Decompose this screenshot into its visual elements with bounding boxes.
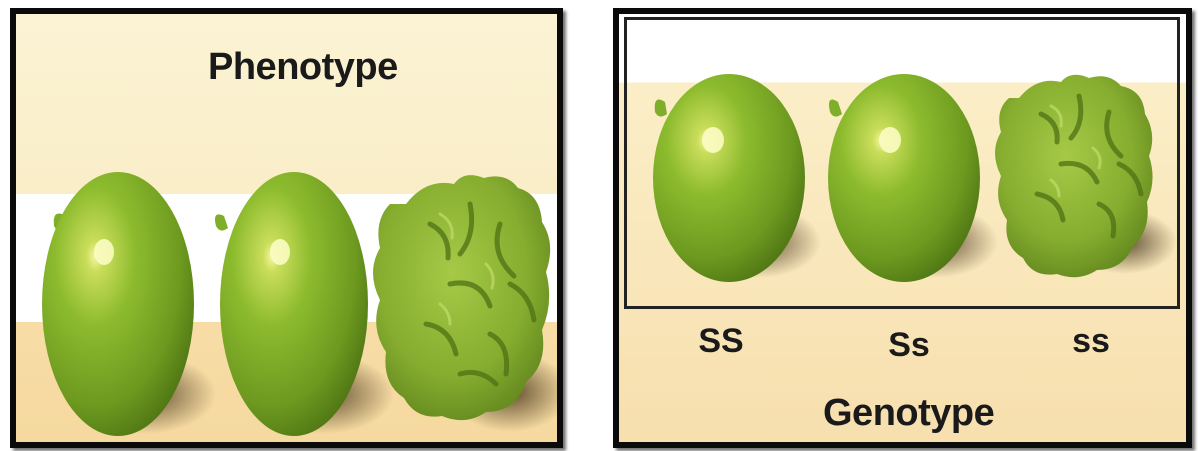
wrinkled-pea [390, 164, 563, 448]
round-pea-2 [214, 164, 384, 448]
round-pea-2 [824, 66, 994, 296]
genotype-label-SS: SS [681, 322, 761, 361]
genotype-label-Ss: Ss [869, 326, 949, 365]
round-pea-1 [36, 164, 206, 448]
phenotype-panel: Phenotype [10, 8, 563, 448]
genotype-panel: SS Ss ss Genotype [613, 8, 1192, 448]
round-pea-1 [647, 66, 817, 296]
genotype-label-ss: ss [1051, 322, 1131, 361]
phenotype-title: Phenotype [208, 46, 398, 89]
genotype-title: Genotype [823, 392, 994, 435]
wrinkled-pea [1005, 64, 1180, 294]
